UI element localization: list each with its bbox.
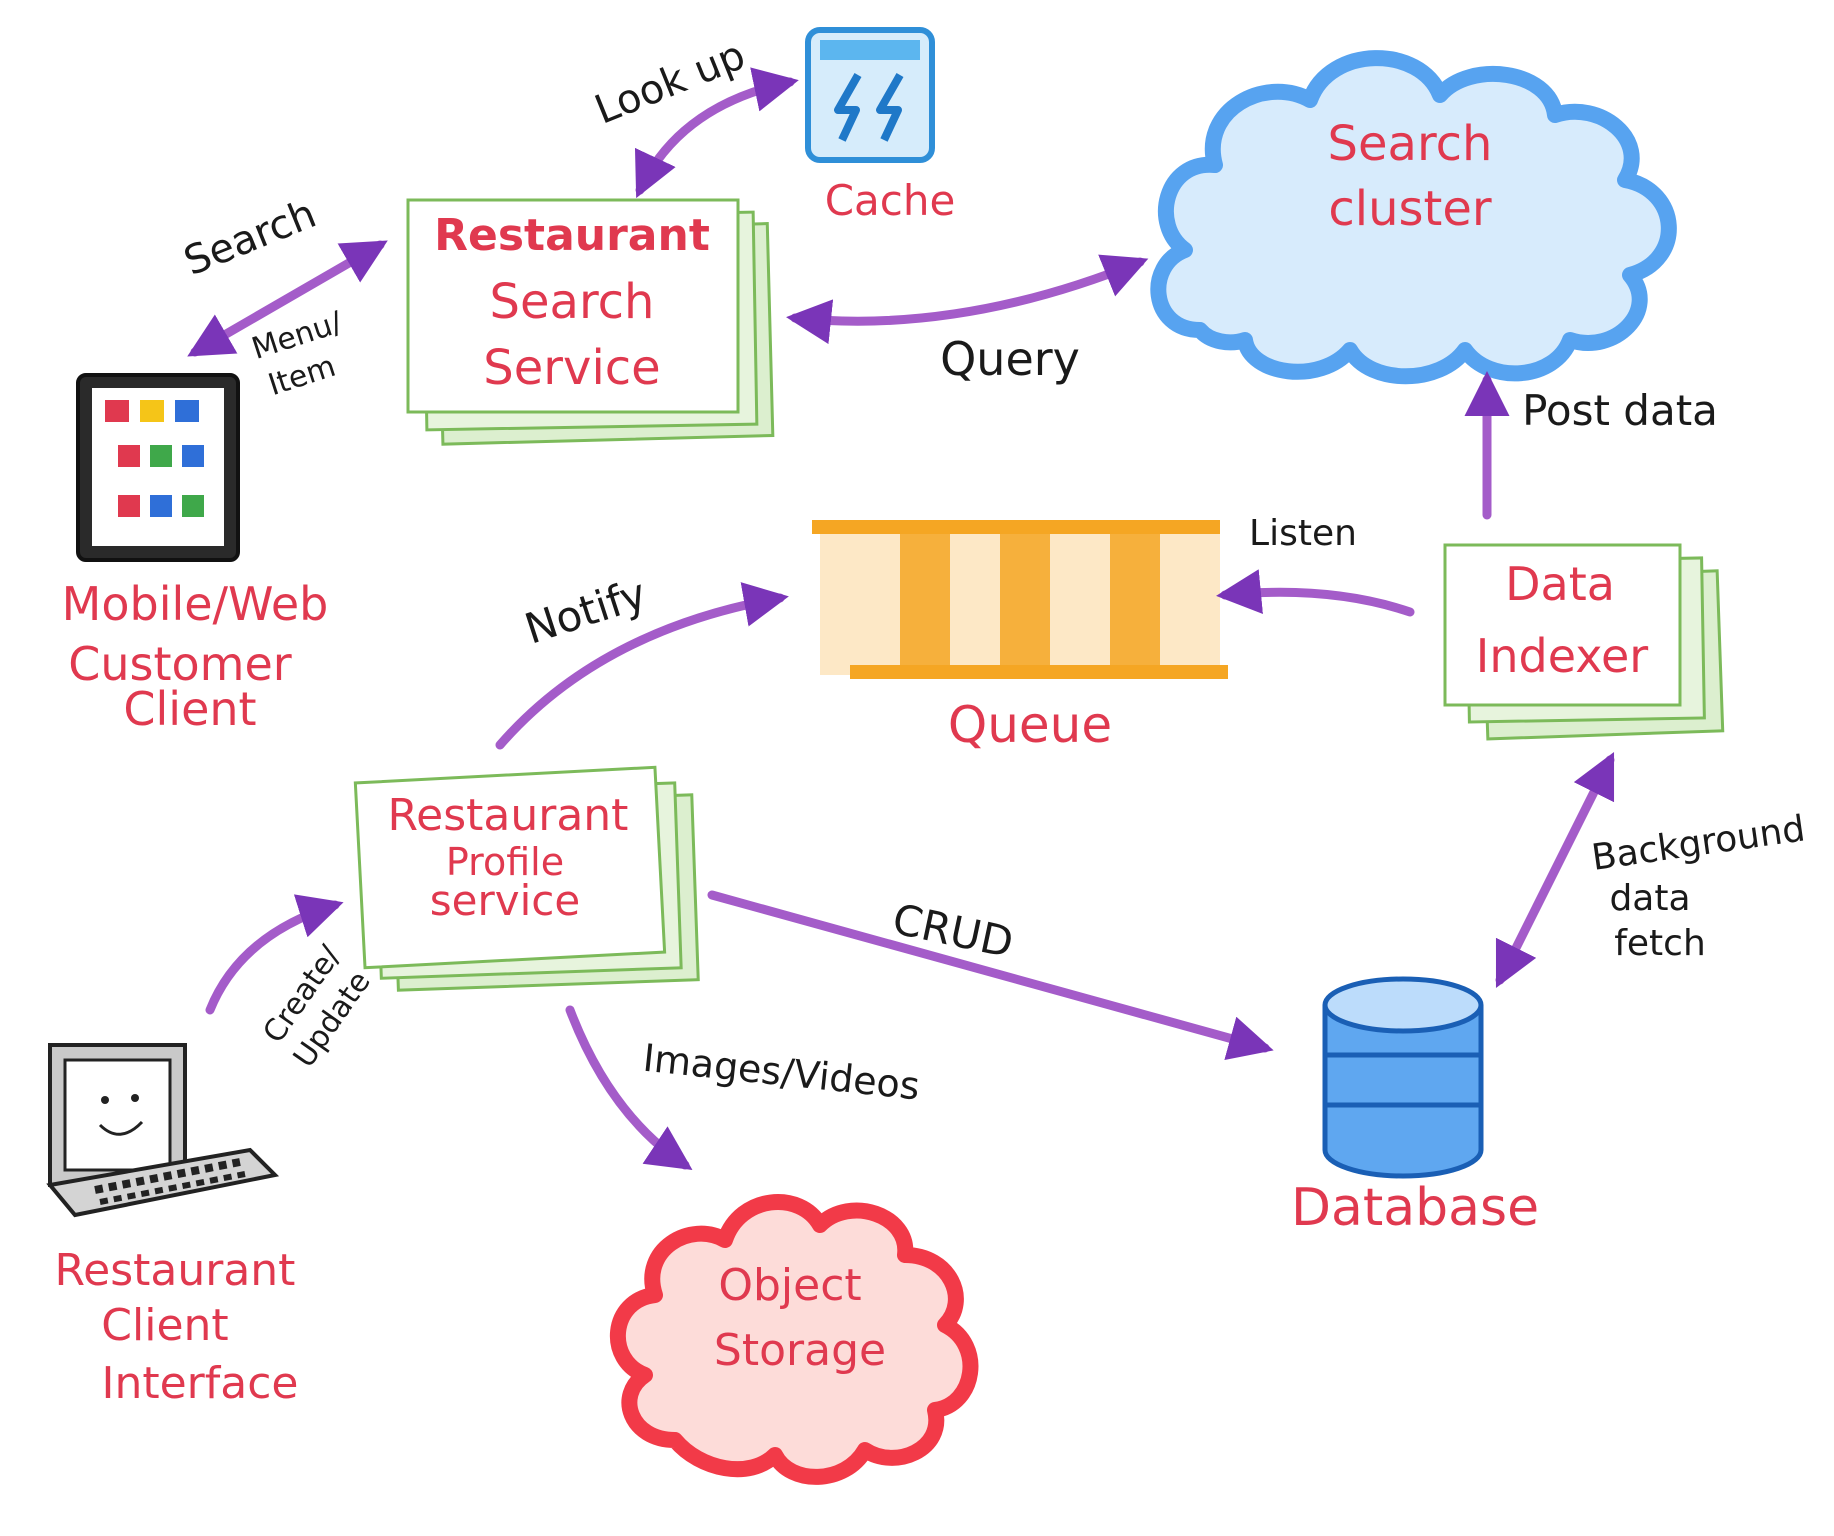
data-indexer-label-1: Data [1505,557,1615,611]
laptop-icon [46,1043,280,1218]
search-cluster-label-2: cluster [1328,181,1492,237]
database-icon [1322,976,1484,1179]
object-storage-cloud: Object Storage [609,1194,979,1485]
search-service-label-1: Restaurant [434,210,710,261]
search-service-label-3: Service [483,340,660,396]
edge-listen [1216,569,1415,617]
data-indexer-label-2: Indexer [1476,629,1649,683]
edge-query [786,254,1149,345]
mobile-client-label-1: Mobile/Web [62,577,329,631]
object-storage-label-2: Storage [714,1325,886,1376]
edge-label-background-2: data [1609,878,1690,919]
edge-label-background-1: Background [1589,808,1807,878]
restaurant-client-label-2: Client [101,1300,228,1351]
profile-service-label-3: service [430,876,580,925]
edge-notify [495,582,789,750]
edge-search [187,240,388,357]
edge-images-videos [565,1005,693,1170]
profile-service-label-1: Restaurant [388,790,629,841]
mobile-client-label-3: Client [123,682,256,736]
edge-label-search: Search [178,191,323,285]
tablet-icon [76,373,240,562]
edge-label-crud: CRUD [888,894,1017,967]
mobile-client-label-2: Customer [68,637,292,691]
search-service-box: Restaurant Search Service [406,198,775,446]
edge-label-listen: Listen [1249,513,1357,554]
queue-label: Queue [948,696,1112,754]
profile-service-box: Restaurant Profile service [353,765,700,992]
edge-label-look-up: Look up [589,32,752,134]
restaurant-client-label-1: Restaurant [55,1245,296,1296]
search-cluster-label-1: Search [1328,116,1493,172]
object-storage-label-1: Object [718,1260,861,1311]
edge-background-fetch [1495,751,1615,989]
edge-label-query: Query [940,332,1080,386]
cache-bolt-icon [805,27,935,163]
search-cluster-cloud: Search cluster [1150,50,1677,385]
database-label: Database [1291,1178,1539,1238]
edge-create-update [205,894,344,1015]
edge-label-images-videos: Images/Videos [641,1036,922,1109]
search-service-label-2: Search [490,274,655,330]
restaurant-client-label-3: Interface [102,1358,299,1409]
queue-shape [812,520,1228,679]
profile-service-label-2: Profile [446,840,564,884]
cache-label: Cache [825,176,956,225]
edge-label-background-3: fetch [1614,923,1706,964]
data-indexer-box: Data Indexer [1443,543,1725,741]
edge-crud [707,890,1274,1061]
edges [187,67,1615,1170]
edge-look-up [634,67,799,199]
edge-label-post-data: Post data [1522,386,1718,435]
